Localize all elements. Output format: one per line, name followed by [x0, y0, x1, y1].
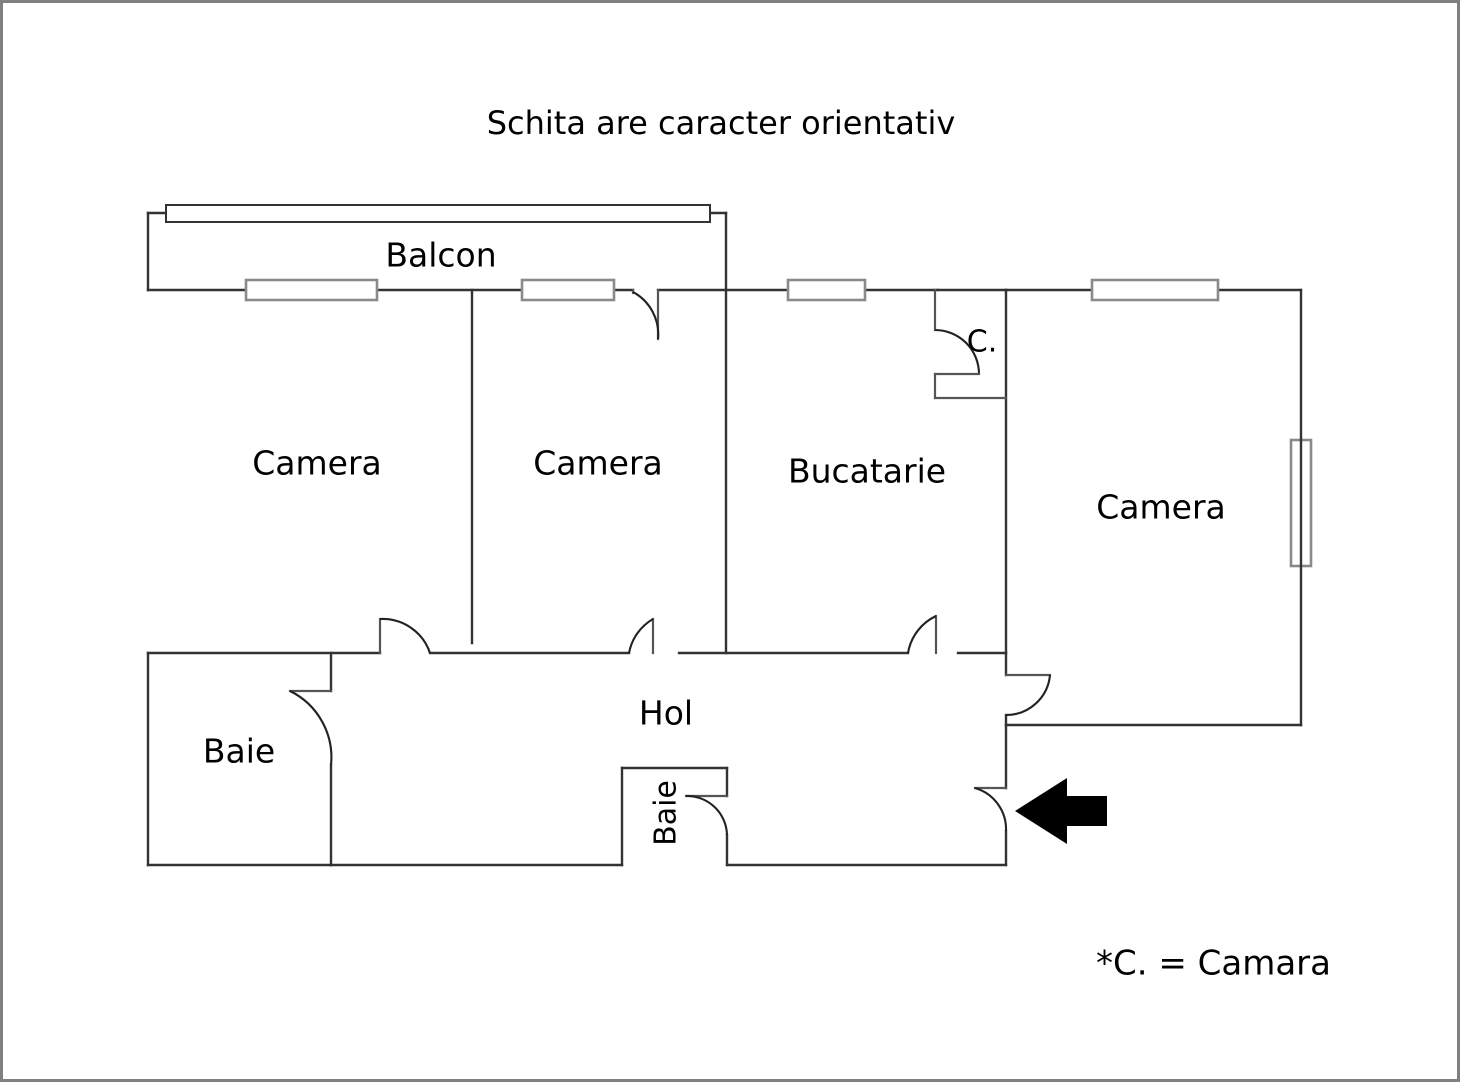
- room-label-balcony: Balcon: [385, 236, 496, 275]
- door-bedroom-middle: [627, 617, 655, 655]
- room-label-bedroom-right: Camera: [1096, 488, 1226, 527]
- page-title: Schita are caracter orientativ: [487, 104, 956, 142]
- room-label-kitchen: Bucatarie: [788, 452, 946, 491]
- door-pantry: [933, 328, 981, 376]
- room-label-bathroom-left: Baie: [203, 732, 275, 771]
- window-bedroom-middle: [520, 278, 616, 302]
- balcony-railing: [165, 204, 711, 223]
- door-bathroom-left: [288, 689, 333, 766]
- hallway-outline: [329, 723, 1008, 867]
- floor-plan-drawing: Schita are caracter orientativ Balcon: [146, 104, 1331, 984]
- entrance-door: [973, 786, 1008, 832]
- door-bedroom-left: [378, 617, 431, 655]
- window-bedroom-left: [244, 278, 379, 302]
- pantry-outline: [933, 288, 1008, 400]
- room-label-bathroom-middle: Baie: [649, 780, 684, 846]
- bathroom-left-outline: [146, 651, 333, 867]
- bedroom-right-outline: [1004, 288, 1303, 727]
- room-label-bedroom-left: Camera: [252, 444, 382, 483]
- door-kitchen: [906, 614, 938, 655]
- door-bedroom-right: [1004, 673, 1052, 717]
- window-kitchen: [786, 278, 867, 302]
- legend-note: *C. = Camara: [1096, 944, 1331, 984]
- window-bedroom-right: [1090, 278, 1220, 302]
- room-label-hallway: Hol: [639, 694, 693, 733]
- room-label-pantry: C.: [967, 325, 997, 360]
- bathroom-middle-outline: [620, 766, 729, 867]
- room-label-bedroom-middle: Camera: [533, 444, 663, 483]
- entrance-direction-arrow: [1015, 778, 1107, 844]
- door-balcony: [631, 288, 660, 341]
- door-bathroom-middle: [684, 794, 729, 836]
